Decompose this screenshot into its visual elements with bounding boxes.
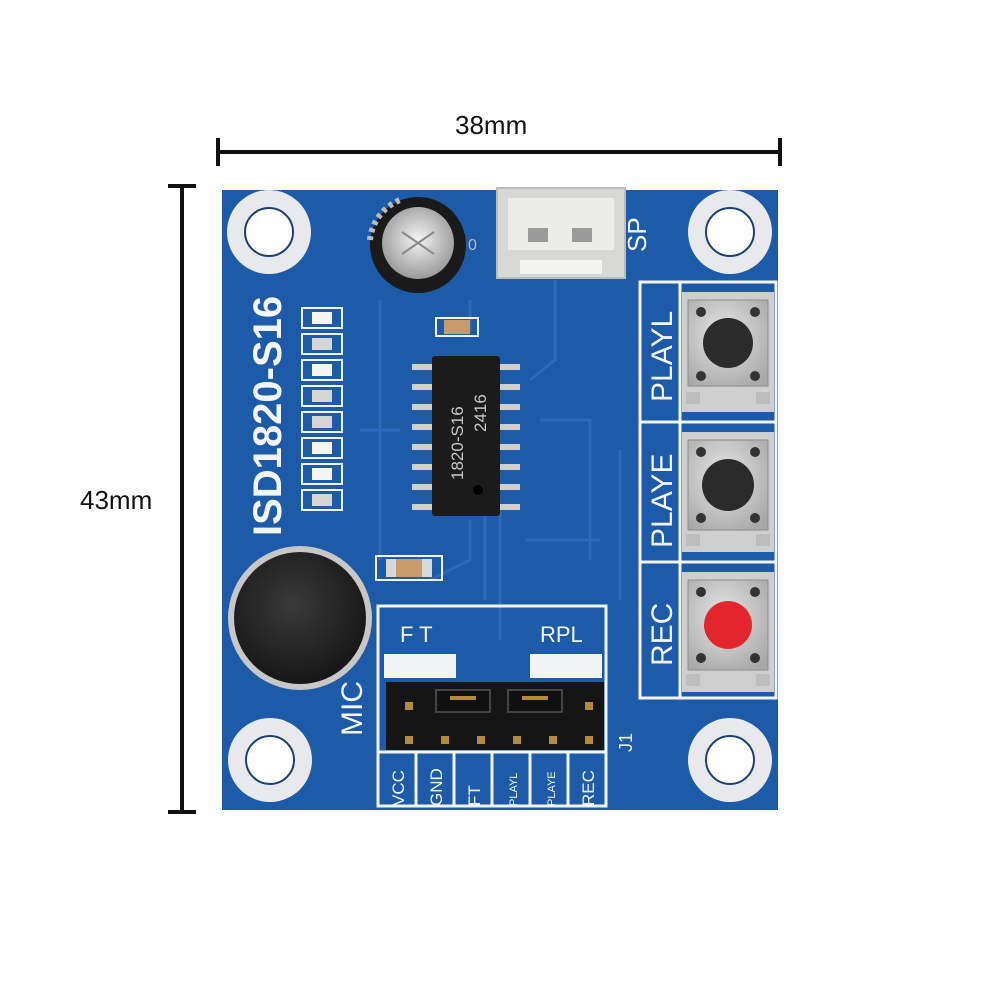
electrolytic-capacitor: 0 xyxy=(367,197,477,293)
mounting-hole xyxy=(227,190,311,274)
chip-marking-line1: 1820-S16 xyxy=(448,406,467,480)
smd-components xyxy=(301,307,343,511)
width-dimension-line xyxy=(216,138,782,166)
width-dimension-label: 38mm xyxy=(455,110,528,140)
height-dimension-line xyxy=(168,184,196,814)
board-title: ISD1820-S16 xyxy=(246,296,290,536)
pcb-traces xyxy=(360,280,622,640)
button-area-outline xyxy=(638,280,778,700)
jumper-pad-left xyxy=(384,654,456,678)
button-label-playl: PLAYL xyxy=(646,311,679,402)
pin-label-vcc: VCC xyxy=(389,770,408,806)
pin-label-gnd: GND xyxy=(427,768,446,806)
button-label-playe: PLAYE xyxy=(646,454,679,549)
pin-header xyxy=(386,682,604,750)
header-label: J1 xyxy=(616,733,636,752)
jumper-label-rpl: RPL xyxy=(540,622,583,647)
jumper-cap xyxy=(507,689,563,713)
playl-button[interactable] xyxy=(682,292,774,412)
mic-label: MIC xyxy=(336,681,369,736)
speaker-label: SP xyxy=(622,217,652,252)
jumper-cap xyxy=(435,689,491,713)
pin-label-playe: PLAYE xyxy=(546,771,558,806)
pin-label-playl: PLAYL xyxy=(508,773,520,806)
smd-capacitor xyxy=(435,317,479,337)
pin-label-ft: FT xyxy=(465,785,484,806)
smd-capacitor xyxy=(375,555,443,581)
chip-marking-line2: 2416 xyxy=(471,394,490,432)
microphone xyxy=(228,546,372,690)
height-dimension-label: 43mm xyxy=(80,485,153,515)
button-label-rec: REC xyxy=(646,603,679,666)
rec-button[interactable] xyxy=(682,572,774,692)
svg-text:0: 0 xyxy=(468,237,477,254)
ic-chip xyxy=(412,356,520,516)
playe-button[interactable] xyxy=(682,432,774,552)
speaker-connector xyxy=(496,187,626,279)
jumper-area-outline xyxy=(376,604,608,808)
mounting-hole xyxy=(688,718,772,802)
jumper-pad-right xyxy=(530,654,602,678)
jumper-label-ft: F T xyxy=(400,622,433,647)
mounting-hole xyxy=(688,190,772,274)
mounting-hole xyxy=(228,718,312,802)
pin-label-rec: REC xyxy=(579,770,598,806)
